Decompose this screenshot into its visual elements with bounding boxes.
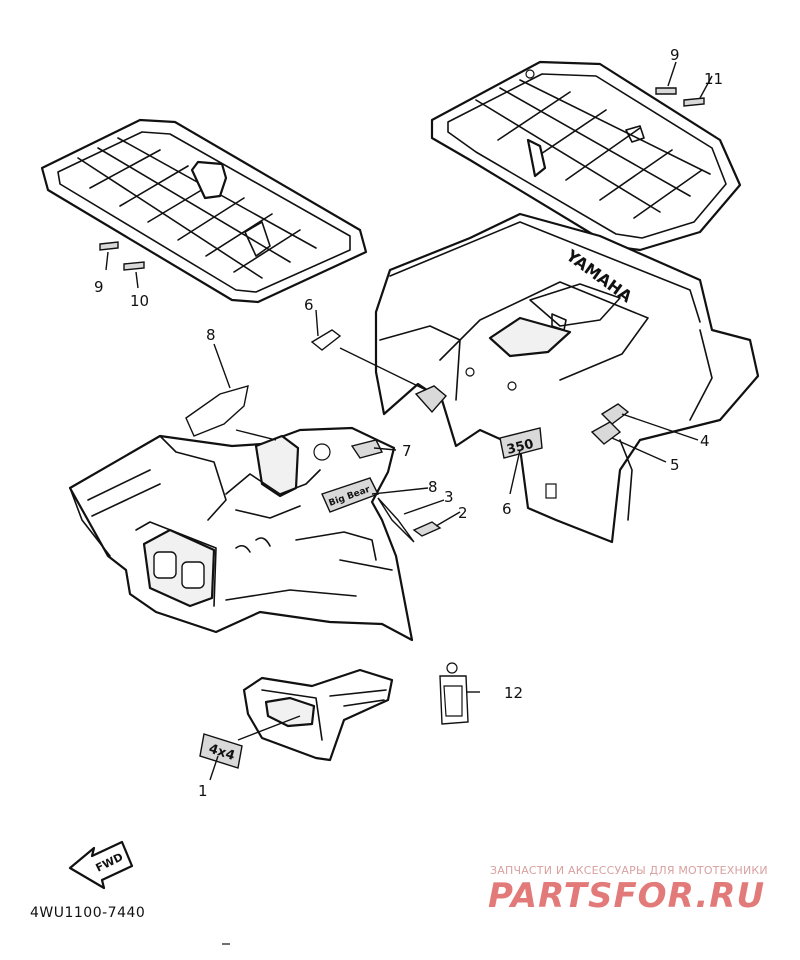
callout-8-lower: 8 [428,478,438,496]
decal-7 [350,439,384,459]
callout-8-upper: 8 [206,326,216,344]
callout-3: 3 [444,488,454,506]
callout-labels: 9 11 9 10 6 8 7 8 3 2 6 4 5 12 1 [94,46,723,800]
decal-9-front [99,241,119,251]
badge-350: 350 [499,427,543,459]
callout-11: 11 [704,70,723,88]
callout-10: 10 [130,292,149,310]
tag-12 [439,662,469,725]
watermark-logo: PARTSFOR.RU [488,876,766,916]
decal-11 [683,97,705,107]
callout-9-rear: 9 [670,46,680,64]
callout-12: 12 [504,684,523,702]
rear-carrier-rack [430,60,742,252]
watermark-caption: ЗАПЧАСТИ И АКСЕССУАРЫ ДЛЯ МОТОТЕХНИКИ [490,864,768,877]
callout-9-front: 9 [94,278,104,296]
badge-4x4: 4x4 [199,733,243,769]
decal-2 [412,521,442,537]
badge-350-text: 350 [505,437,535,458]
decal-9-rear [655,87,677,95]
callout-6-upper: 6 [304,296,314,314]
callout-4: 4 [700,432,710,450]
front-carrier-rack [40,118,368,304]
front-lower-guard [242,668,394,762]
fwd-arrow: FWD [68,840,134,890]
decal-6-rear [414,385,447,414]
reflector-5 [590,421,622,445]
decal-8-upper [185,385,249,437]
decal-3 [377,497,415,543]
reflector-4 [600,403,630,425]
leader-lines [105,61,713,781]
callout-5: 5 [670,456,680,474]
callout-1: 1 [198,782,208,800]
callout-6-rear: 6 [502,500,512,518]
front-fender: Big Bear [68,426,414,642]
diagram-code: 4WU1100-7440 [30,905,146,921]
decal-6-upper [310,329,342,351]
decal-10 [123,261,145,271]
callout-7: 7 [402,442,412,460]
callout-2: 2 [458,504,468,522]
